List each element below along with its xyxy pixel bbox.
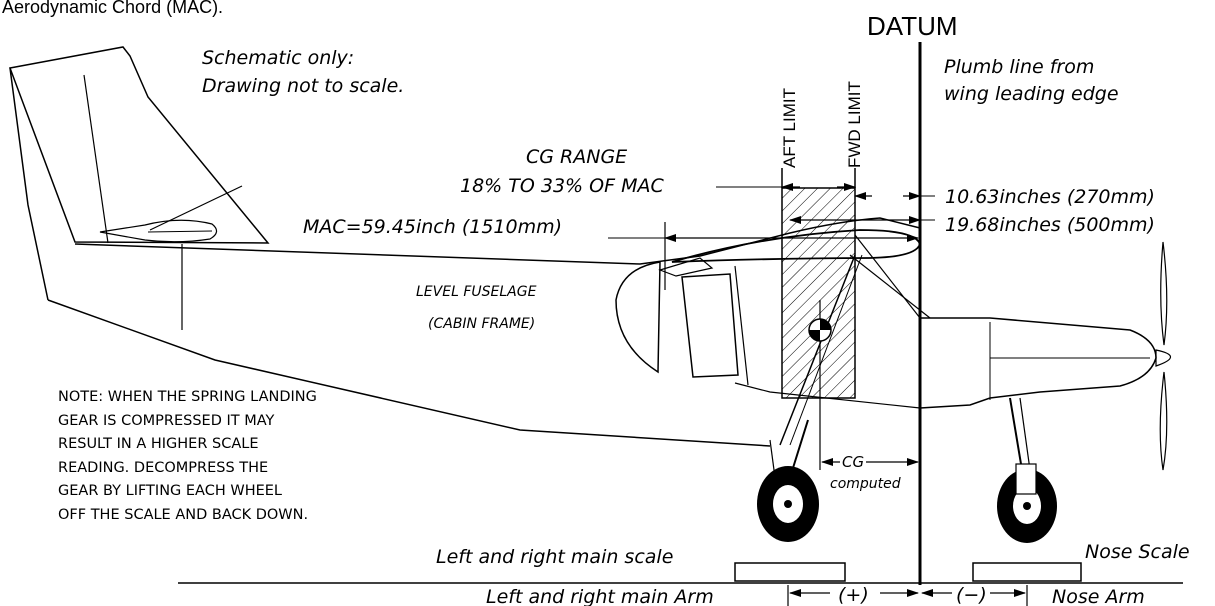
cabin-window	[615, 261, 661, 374]
cowling	[919, 317, 1157, 409]
top-caption: Aerodynamic Chord (MAC).	[2, 0, 223, 17]
cg-range-percent: 18% TO 33% OF MAC	[460, 175, 664, 197]
main-scale-label: Left and right main scale	[436, 546, 673, 568]
frame-post	[734, 265, 749, 386]
cg-range-title: CG RANGE	[526, 146, 627, 168]
schematic-note-1: Schematic only:	[202, 47, 354, 69]
fwd-limit-label: FWD LIMIT	[845, 81, 864, 168]
landing-gear-note: NOTE: WHEN THE SPRING LANDING GEAR IS CO…	[58, 389, 317, 523]
nose-gear-leg	[1009, 397, 1023, 471]
rudder-hinge	[83, 74, 109, 244]
windscreen	[854, 234, 921, 319]
mac-label: MAC=59.45inch (1510mm)	[303, 216, 562, 238]
propeller-icon	[1155, 241, 1172, 471]
stab-line	[147, 230, 213, 233]
nose-wheel-icon	[997, 463, 1057, 543]
nose-gear-leg-2	[1019, 397, 1031, 471]
nose-scale-label: Nose Scale	[1085, 541, 1190, 563]
jury-strut	[849, 254, 931, 319]
dim-19-label: 19.68inches (500mm)	[945, 214, 1155, 236]
fin-rear-edge	[9, 67, 49, 301]
note-line: GEAR IS COMPRESSED IT MAY	[58, 413, 275, 429]
note-line: READING. DECOMPRESS THE	[58, 460, 268, 476]
note-line: GEAR BY LIFTING EACH WHEEL	[58, 483, 282, 499]
door-window	[681, 273, 739, 378]
nose-scale-pad	[972, 562, 1082, 582]
tail-fin	[8, 46, 270, 244]
fuselage-bottom	[47, 299, 771, 447]
fin-brace	[149, 185, 243, 231]
flap	[658, 257, 714, 277]
plumb-note-1: Plumb line from	[944, 56, 1094, 78]
aft-limit-label: AFT LIMIT	[780, 88, 799, 168]
cabin-lower	[734, 382, 921, 409]
schematic-note-2: Drawing not to scale.	[202, 75, 404, 97]
plus-label: (+)	[838, 584, 869, 606]
cg-symbol-icon	[808, 318, 832, 342]
note-line: RESULT IN A HIGHER SCALE	[58, 436, 259, 452]
dim-10-label: 10.63inches (270mm)	[945, 186, 1155, 208]
horizontal-stabilizer	[99, 219, 218, 243]
cg-computed-label: computed	[830, 476, 901, 492]
nose-arm-label: Nose Arm	[1052, 586, 1145, 606]
plumb-note-2: wing leading edge	[944, 83, 1119, 105]
minus-label: (−)	[956, 584, 987, 606]
main-scale-pad	[734, 562, 846, 582]
note-line: OFF THE SCALE AND BACK DOWN.	[58, 507, 308, 523]
main-arm-label: Left and right main Arm	[486, 586, 714, 606]
main-wheel-icon	[757, 466, 819, 542]
note-line: NOTE: WHEN THE SPRING LANDING	[58, 389, 317, 405]
level-fuselage-label: LEVEL FUSELAGE	[416, 284, 537, 300]
cg-label: CG	[842, 453, 864, 471]
cabin-frame-label: (CABIN FRAME)	[428, 316, 535, 332]
datum-label: DATUM	[867, 11, 958, 41]
